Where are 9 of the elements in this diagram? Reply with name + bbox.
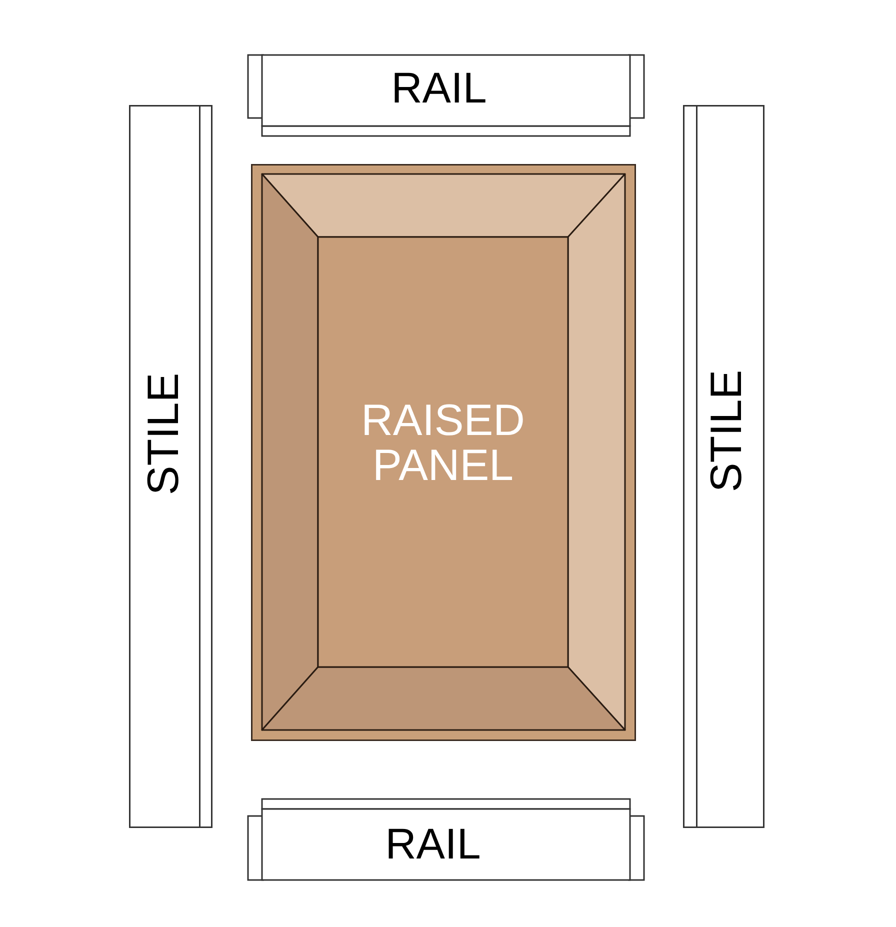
rail-piece xyxy=(247,54,645,136)
part-label: RAIL xyxy=(391,68,487,110)
stile-piece xyxy=(129,105,212,828)
stile-piece xyxy=(683,105,764,828)
part-label: RAISED PANEL xyxy=(360,398,526,488)
part-label: RAIL xyxy=(385,824,481,866)
part-label: STILE xyxy=(142,372,186,496)
rail-piece xyxy=(247,799,645,881)
part-label: STILE xyxy=(705,370,749,492)
